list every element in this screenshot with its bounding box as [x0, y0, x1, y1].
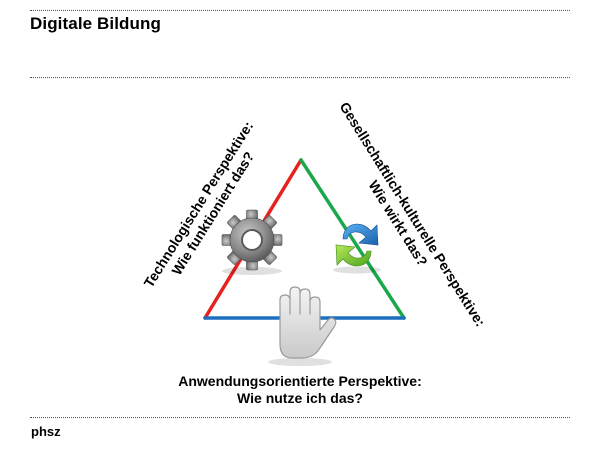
right-perspective-title: Gesellschaftlich-kulturelle Perspektive:: [337, 99, 489, 329]
right-perspective-label: Gesellschaftlich-kulturelle Perspektive:…: [337, 99, 489, 329]
footer-rule: [30, 417, 570, 418]
hand-icon: [268, 286, 337, 366]
bottom-perspective-title: Anwendungsorientierte Perspektive:: [178, 373, 422, 389]
bottom-perspective-question: Wie nutze ich das?: [237, 390, 363, 406]
bottom-perspective-label: Anwendungsorientierte Perspektive: Wie n…: [178, 373, 422, 406]
gear-icon: [221, 209, 283, 275]
header-top-rule: [30, 10, 570, 11]
triangle-right-edge: [299, 158, 406, 320]
footer-brand: phsz: [31, 424, 61, 439]
header-bottom-rule: [30, 77, 570, 78]
page-title: Digitale Bildung: [30, 14, 161, 33]
cycle-arrows-icon: [333, 223, 381, 274]
